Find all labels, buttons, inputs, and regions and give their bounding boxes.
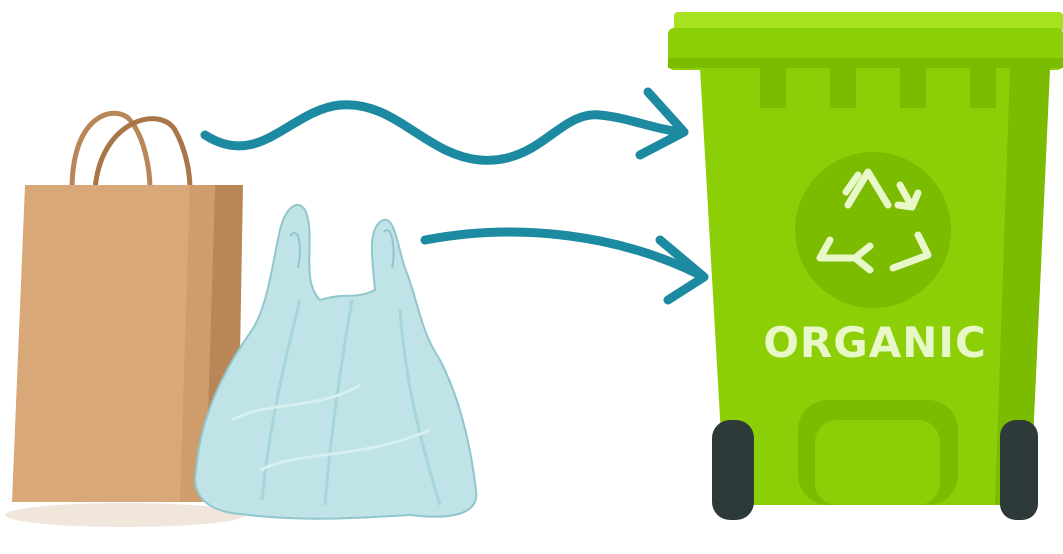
arrow-top xyxy=(205,92,684,160)
arrow-bottom xyxy=(425,232,704,300)
bin-label: ORGANIC xyxy=(763,318,987,367)
wheel-left xyxy=(712,420,754,520)
wheel-right xyxy=(1000,420,1038,520)
